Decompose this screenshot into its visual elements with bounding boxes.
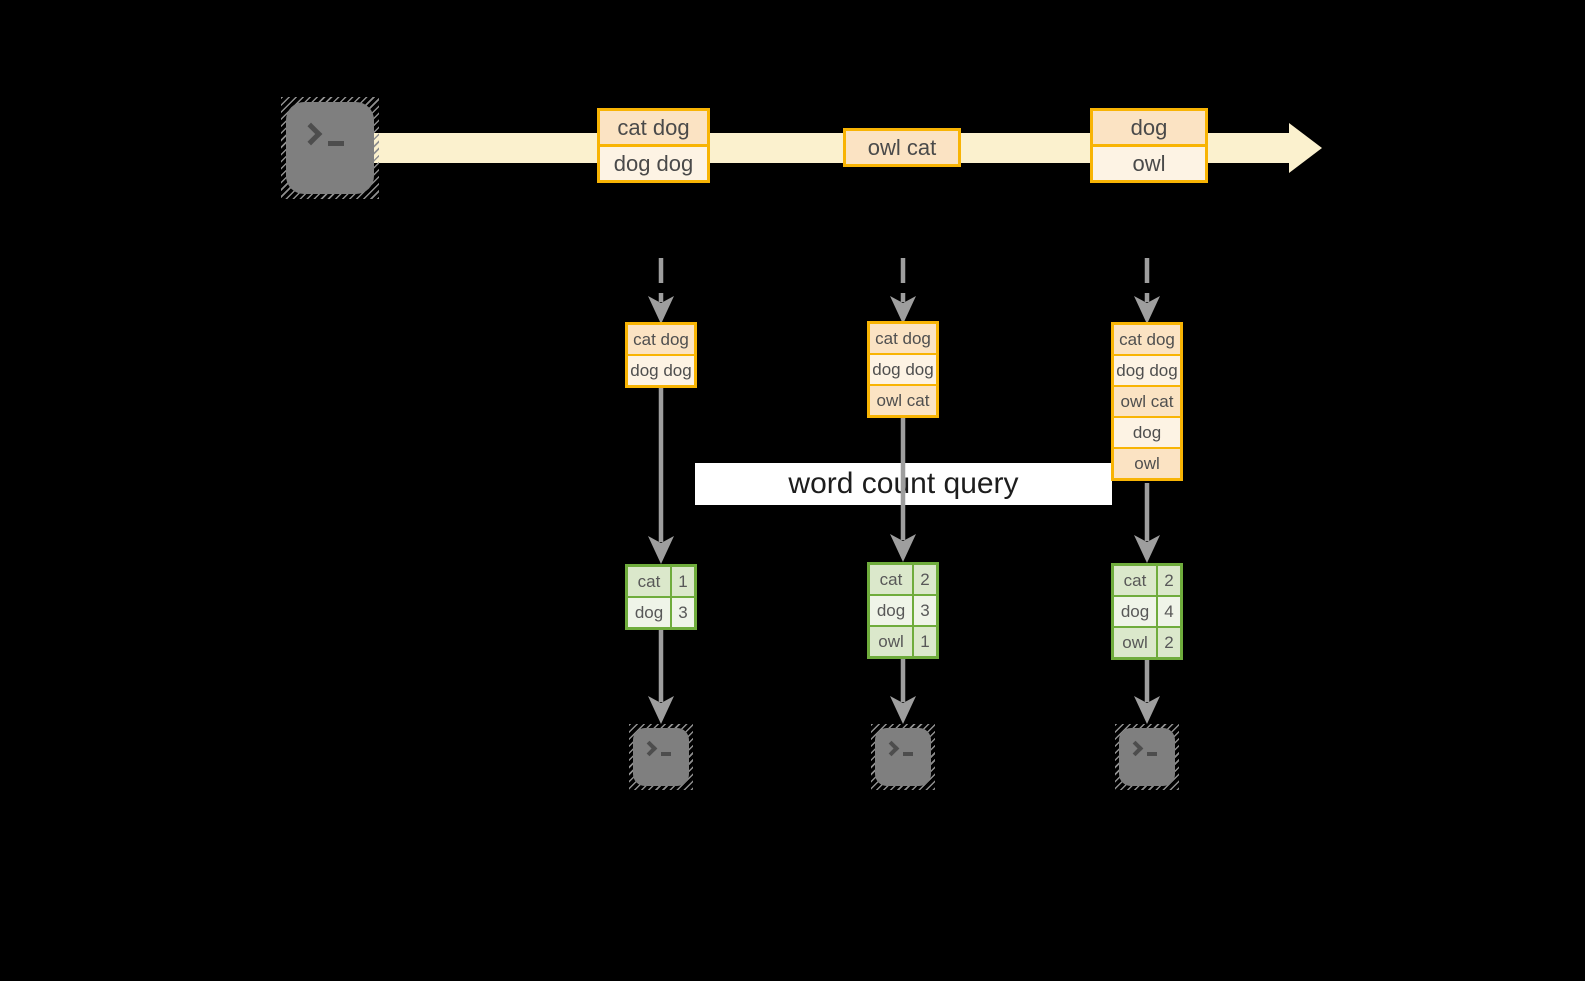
terminal-screen	[875, 728, 931, 786]
solid-arrow-down	[648, 630, 674, 724]
word-cell: owl	[1114, 628, 1158, 657]
terminal-prompt-icon	[883, 740, 913, 757]
count-cell: 2	[1164, 632, 1174, 652]
dashed-arrow-down	[648, 258, 674, 324]
word-cell: owl	[870, 627, 914, 656]
terminal-prompt-icon	[641, 740, 671, 757]
table-row: dog 3	[628, 596, 694, 627]
buffer-stack-1: cat dog dog dog	[625, 322, 697, 388]
chevron-right-icon	[1127, 740, 1144, 757]
buffer-record: dog dog	[628, 354, 694, 385]
stream-batch-2: owl cat	[843, 128, 961, 167]
stream-batch-1: cat dog dog dog	[597, 108, 710, 183]
chevron-right-icon	[883, 740, 900, 757]
terminal-screen	[1119, 728, 1175, 786]
buffer-record: owl cat	[1114, 385, 1180, 416]
buffer-record: owl cat	[870, 384, 936, 415]
count-cell: 4	[1164, 601, 1174, 621]
count-cell: 2	[1164, 570, 1174, 590]
sink-terminal-icon	[629, 724, 693, 790]
solid-arrow-down	[648, 388, 674, 564]
stream-record: owl	[1093, 144, 1205, 180]
word-cell: dog	[628, 598, 672, 627]
source-terminal-icon	[281, 97, 379, 199]
terminal-screen	[633, 728, 689, 786]
word-cell: cat	[1114, 566, 1158, 595]
buffer-record: cat dog	[870, 324, 936, 353]
word-cell: dog	[870, 596, 914, 625]
buffer-record: cat dog	[628, 325, 694, 354]
solid-arrow-down	[890, 418, 916, 562]
buffer-record: dog	[1114, 416, 1180, 447]
chevron-right-icon	[641, 740, 658, 757]
buffer-record: owl	[1114, 447, 1180, 478]
table-row: dog 4	[1114, 595, 1180, 626]
stream-record: cat dog	[600, 111, 707, 144]
stream-record: owl cat	[846, 131, 958, 164]
count-cell: 3	[920, 600, 930, 620]
word-cell: cat	[870, 565, 914, 594]
count-cell: 2	[920, 569, 930, 589]
buffer-stack-3: cat dog dog dog owl cat dog owl	[1111, 322, 1183, 481]
terminal-prompt-icon	[1127, 740, 1157, 757]
cursor-underscore-icon	[903, 752, 913, 756]
solid-arrow-down	[890, 659, 916, 724]
table-row: cat 2	[1114, 566, 1180, 595]
buffer-record: dog dog	[1114, 354, 1180, 385]
stream-batch-3: dog owl	[1090, 108, 1208, 183]
count-cell: 1	[678, 571, 688, 591]
stream-arrowhead-icon	[1289, 123, 1322, 173]
stream-record: dog dog	[600, 144, 707, 180]
sink-terminal-icon	[871, 724, 935, 790]
sink-terminal-icon	[1115, 724, 1179, 790]
chevron-right-icon	[299, 122, 323, 146]
table-row: owl 2	[1114, 626, 1180, 657]
solid-arrow-down	[1134, 483, 1160, 563]
count-cell: 1	[920, 631, 930, 651]
buffer-record: cat dog	[1114, 325, 1180, 354]
buffer-stack-2: cat dog dog dog owl cat	[867, 321, 939, 418]
table-row: owl 1	[870, 625, 936, 656]
buffer-record: dog dog	[870, 353, 936, 384]
terminal-prompt-icon	[299, 122, 344, 147]
word-cell: dog	[1114, 597, 1158, 626]
dashed-arrow-down	[890, 258, 916, 324]
solid-arrow-down	[1134, 660, 1160, 724]
count-cell: 3	[678, 602, 688, 622]
terminal-screen	[286, 102, 374, 194]
stream-record: dog	[1093, 111, 1205, 144]
cursor-underscore-icon	[1147, 752, 1157, 756]
word-cell: cat	[628, 567, 672, 596]
cursor-underscore-icon	[328, 141, 344, 146]
count-table-3: cat 2 dog 4 owl 2	[1111, 563, 1183, 660]
count-table-1: cat 1 dog 3	[625, 564, 697, 630]
dashed-arrow-down	[1134, 258, 1160, 324]
table-row: cat 1	[628, 567, 694, 596]
cursor-underscore-icon	[661, 752, 671, 756]
count-table-2: cat 2 dog 3 owl 1	[867, 562, 939, 659]
table-row: cat 2	[870, 565, 936, 594]
table-row: dog 3	[870, 594, 936, 625]
